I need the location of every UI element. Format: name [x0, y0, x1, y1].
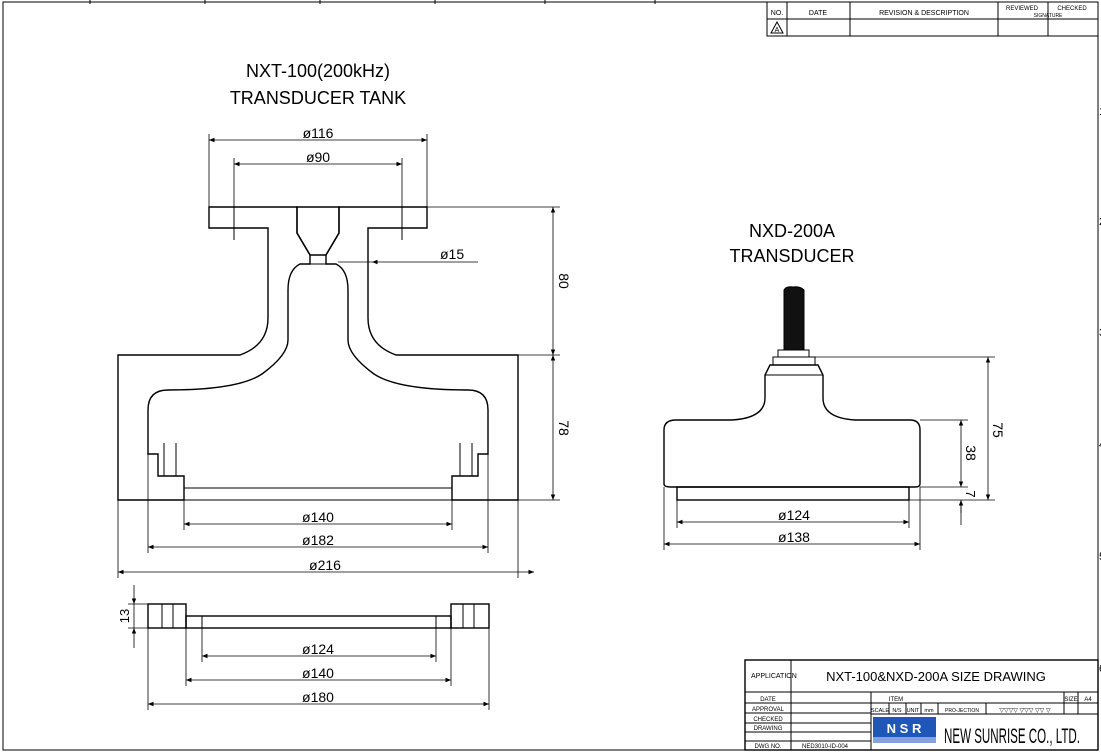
- revision-triangle-icon: [770, 20, 784, 34]
- dwg-no-value: NED3010-ID-004: [802, 744, 849, 750]
- tank-section-view: [117, 206, 519, 501]
- zone-number-5: 5: [1099, 551, 1101, 563]
- tank-dimensions: ø116 ø90 ø15 80 78 ø140 ø182 ø216: [117, 125, 572, 578]
- transducer-dimensions: 75 38 7 ø124 ø138: [663, 356, 1006, 550]
- surface-finish-marks: ▽▽▽▽ ▽▽▽ ▽▽ ▽: [999, 708, 1051, 714]
- ring-dimensions: 13 ø124 ø140 ø180: [117, 585, 490, 710]
- dim-tank-d140: ø140: [302, 509, 334, 525]
- drawing-title: NXT-100&NXD-200A SIZE DRAWING: [826, 669, 1046, 684]
- application-label: APPLICATION: [751, 673, 797, 680]
- company-name: NEW SUNRISE CO., LTD.: [944, 725, 1080, 748]
- tank-title-line2: TRANSDUCER TANK: [230, 88, 406, 108]
- transducer-title-line2: TRANSDUCER: [729, 246, 854, 266]
- dim-tank-h78: 78: [556, 420, 572, 436]
- projection-label: PRO-JECTION: [945, 708, 979, 714]
- dim-tank-d90: ø90: [306, 149, 330, 165]
- dim-tank-d216: ø216: [309, 557, 341, 573]
- ring-section-view: [147, 603, 490, 629]
- dim-ring-d140: ø140: [302, 665, 334, 681]
- rev-description-header: REVISION & DESCRIPTION: [879, 10, 969, 17]
- revision-block: NO. DATE REVISION & DESCRIPTION REVIEWED…: [766, 1, 1099, 37]
- nsr-logo-icon: [873, 717, 936, 737]
- rev-checked-header: CHECKED: [1057, 6, 1087, 12]
- rev-reviewed-header: REVIEWED: [1006, 6, 1039, 12]
- transducer-side-view: [663, 286, 921, 501]
- tank-bore: [296, 206, 340, 256]
- dim-transducer-d138: ø138: [778, 529, 810, 545]
- rev-date-header: DATE: [809, 10, 827, 17]
- dim-ring-h13: 13: [117, 609, 132, 623]
- dim-tank-h80: 80: [556, 273, 572, 289]
- title-block: APPLICATION NXT-100&NXD-200A SIZE DRAWIN…: [744, 659, 1099, 751]
- dim-tank-d116: ø116: [303, 125, 334, 141]
- tank-left-section: [117, 206, 311, 501]
- zone-number-4: 4: [1099, 439, 1101, 451]
- dim-transducer-h7: 7: [963, 490, 978, 497]
- item-label: ITEM: [889, 697, 903, 703]
- rev-signature-header: SIGNATURE: [1034, 13, 1063, 19]
- dim-transducer-h38: 38: [963, 445, 979, 461]
- date-label: DATE: [760, 697, 776, 703]
- tank-right-section: [325, 206, 519, 501]
- logo-text: N S R: [887, 721, 922, 736]
- dim-tank-d15: ø15: [440, 246, 464, 262]
- approval-label: APPROVAL: [752, 707, 785, 713]
- scale-label: SCALE: [871, 708, 889, 714]
- zone-number-6: 6: [1099, 663, 1101, 675]
- dim-tank-d182: ø182: [302, 532, 334, 548]
- size-label: SIZE: [1064, 697, 1077, 703]
- unit-label: UNIT: [907, 708, 920, 714]
- dwg-no-label: DWG NO.: [755, 744, 782, 750]
- zone-number-3: 3: [1099, 327, 1101, 339]
- size-value: A4: [1084, 697, 1092, 703]
- top-zone-ticks: [89, 0, 656, 4]
- checked-label: CHECKED: [753, 717, 783, 723]
- rev-no-header: NO.: [771, 10, 784, 17]
- tank-title-line1: NXT-100(200kHz): [246, 61, 390, 81]
- transducer-title-line1: NXD-200A: [749, 221, 835, 241]
- scale-value: N/S: [892, 708, 902, 714]
- drawing-label: DRAWING: [754, 726, 783, 732]
- dim-transducer-h75: 75: [990, 422, 1006, 438]
- dim-ring-d124: ø124: [302, 641, 334, 657]
- zone-number-1: 1: [1099, 106, 1101, 118]
- dim-ring-d180: ø180: [302, 689, 334, 705]
- unit-value: mm: [924, 708, 934, 714]
- zone-number-2: 2: [1099, 216, 1101, 228]
- dim-transducer-d124: ø124: [778, 507, 810, 523]
- zone-numbers: 1 2 3 4 5 6: [1099, 106, 1101, 675]
- revision-mark: A: [775, 27, 780, 34]
